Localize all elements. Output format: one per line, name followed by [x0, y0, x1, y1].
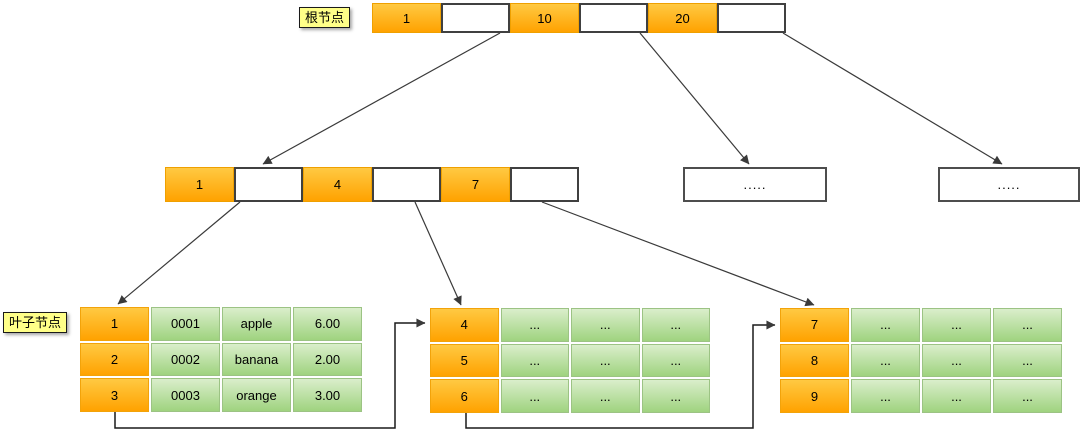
leaf-data-cell: banana	[222, 342, 291, 377]
leaf-data-cell: 2.00	[293, 342, 362, 377]
internal-key-cell: 7	[441, 167, 510, 202]
root-node-label: 根节点	[299, 7, 351, 28]
leaf-data-cell: 0001	[151, 307, 220, 341]
root-pointer-cell	[441, 3, 510, 33]
leaf-data-cell: ...	[851, 308, 920, 342]
leaf-key-cell: 2	[80, 342, 149, 377]
leaf-node-1: 1 0001 apple 6.00 2 0002 banana 2.00 3 0…	[80, 307, 362, 412]
leaf-data-cell: apple	[222, 307, 291, 341]
leaf-key-cell: 5	[430, 343, 499, 378]
leaf-data-cell: ...	[922, 308, 991, 342]
internal-pointer-cell	[372, 167, 441, 202]
ellipsis-node-box: .....	[683, 167, 827, 202]
leaf-data-cell: ...	[851, 379, 920, 413]
leaf-data-cell: ...	[993, 308, 1062, 342]
leaf-data-cell: ...	[571, 308, 640, 342]
leaf-node-3: 7 ... ... ... 8 ... ... ... 9 ... ... ..…	[780, 308, 1062, 413]
root-key-cell: 20	[648, 3, 717, 33]
leaf-data-cell: ...	[500, 343, 569, 378]
leaf-data-cell: ...	[500, 308, 569, 342]
leaf-data-cell: ...	[571, 379, 640, 413]
leaf-data-cell: orange	[222, 378, 291, 412]
internal-node: 1 4 7	[165, 167, 579, 202]
leaf-key-cell: 8	[780, 343, 849, 378]
leaf-data-cell: ...	[922, 343, 991, 378]
leaf-data-cell: 0002	[151, 342, 220, 377]
leaf-data-cell: ...	[641, 308, 710, 342]
leaf-data-cell: ...	[500, 379, 569, 413]
leaf-data-cell: 0003	[151, 378, 220, 412]
root-key-cell: 10	[510, 3, 579, 33]
root-pointer-cell	[717, 3, 786, 33]
leaf-node-2: 4 ... ... ... 5 ... ... ... 6 ... ... ..…	[430, 308, 710, 413]
internal-key-cell: 4	[303, 167, 372, 202]
leaf-data-cell: ...	[641, 379, 710, 413]
leaf-data-cell: ...	[993, 343, 1062, 378]
internal-key-cell: 1	[165, 167, 234, 202]
leaf-data-cell: 3.00	[293, 378, 362, 412]
ellipsis-node-box: .....	[938, 167, 1080, 202]
leaf-data-cell: ...	[922, 379, 991, 413]
leaf-key-cell: 7	[780, 308, 849, 342]
leaf-node-label: 叶子节点	[3, 312, 68, 333]
leaf-data-cell: 6.00	[293, 307, 362, 341]
leaf-data-cell: ...	[571, 343, 640, 378]
leaf-key-cell: 3	[80, 378, 149, 412]
leaf-key-cell: 1	[80, 307, 149, 341]
leaf-data-cell: ...	[641, 343, 710, 378]
leaf-data-cell: ...	[993, 379, 1062, 413]
root-node: 1 10 20	[372, 3, 786, 33]
leaf-key-cell: 6	[430, 379, 499, 413]
internal-pointer-cell	[510, 167, 579, 202]
internal-pointer-cell	[234, 167, 303, 202]
root-key-cell: 1	[372, 3, 441, 33]
leaf-data-cell: ...	[851, 343, 920, 378]
leaf-key-cell: 4	[430, 308, 499, 342]
leaf-key-cell: 9	[780, 379, 849, 413]
root-pointer-cell	[579, 3, 648, 33]
